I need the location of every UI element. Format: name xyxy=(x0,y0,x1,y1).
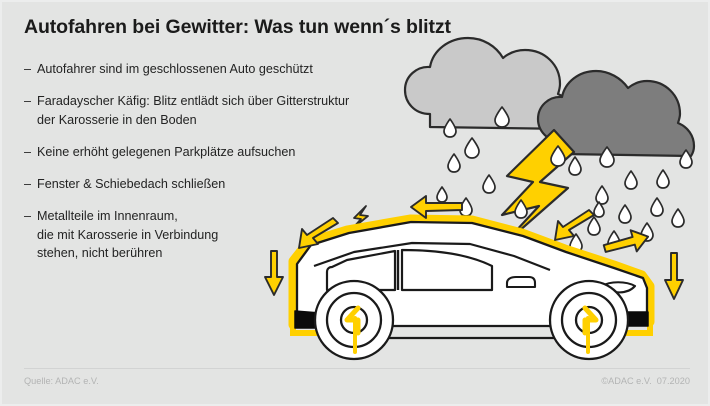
wheel-ground-bolt-icon xyxy=(344,305,361,336)
current-flow-arrow-icon xyxy=(410,195,463,219)
page-title: Autofahren bei Gewitter: Was tun wenn´s … xyxy=(24,16,451,38)
raindrop-icon xyxy=(607,230,621,250)
current-flow-arrow-icon xyxy=(664,252,684,300)
raindrop-icon xyxy=(595,185,609,205)
raindrop-icon xyxy=(459,225,473,245)
list-item: – Faradayscher Käfig: Blitz entlädt sich… xyxy=(24,92,404,129)
car-sill-line xyxy=(330,326,564,340)
raindrop-icon xyxy=(464,137,480,159)
raindrop-icon xyxy=(569,233,583,253)
footer-copyright: ©ADAC e.V. 07.2020 xyxy=(601,376,690,386)
raindrop-icon xyxy=(640,222,654,242)
raindrop-icon xyxy=(624,170,638,190)
list-item-label: Keine erhöht gelegenen Parkplätze aufsuc… xyxy=(37,144,296,159)
footer-divider xyxy=(24,368,690,369)
bullet-dash-icon: – xyxy=(24,209,32,224)
wheel-ground-bolt-icon xyxy=(347,311,361,336)
car-headlight xyxy=(600,281,637,294)
raindrop-icon xyxy=(459,197,473,217)
wheel-ground-bolt-icon xyxy=(582,311,596,336)
raindrop-icon xyxy=(599,146,615,168)
car-front-wheel xyxy=(548,279,630,361)
car-front-window xyxy=(400,248,494,292)
bullet-dash-icon: – xyxy=(24,94,32,109)
bullet-dash-icon: – xyxy=(24,62,32,76)
car-side-mirror xyxy=(505,275,537,289)
raindrop-icon xyxy=(650,197,664,217)
raindrop-icon xyxy=(482,174,496,194)
raindrop-icon xyxy=(587,216,601,236)
wheel-ground-bolt-icon xyxy=(582,305,599,336)
list-item: – Metallteile im Innenraum, die mit Karo… xyxy=(24,207,404,262)
raindrop-icon xyxy=(568,156,582,176)
raindrop-icon xyxy=(436,186,448,203)
ground-discharge-path xyxy=(582,319,653,336)
raindrop-icon xyxy=(494,106,510,128)
lightning-bolt-icon xyxy=(500,128,576,248)
raindrop-icon xyxy=(618,204,632,224)
raindrop-icon xyxy=(550,145,566,167)
list-item: – Keine erhöht gelegenen Parkplätze aufs… xyxy=(24,143,404,161)
storm-cloud-dark-icon xyxy=(536,69,696,158)
raindrop-icon xyxy=(671,208,685,228)
footer-source: Quelle: ADAC e.V. xyxy=(24,376,99,386)
raindrop-icon xyxy=(656,169,670,189)
footer: Quelle: ADAC e.V. ©ADAC e.V. 07.2020 xyxy=(24,376,690,386)
raindrop-icon xyxy=(593,201,605,218)
list-item: – Fenster & Schiebedach schließen xyxy=(24,175,404,193)
car-front-bumper xyxy=(597,311,649,327)
bullet-dash-icon: – xyxy=(24,177,32,191)
list-item-label: Fenster & Schiebedach schließen xyxy=(37,177,226,191)
list-item-label: Faradayscher Käfig: Blitz entlädt sich ü… xyxy=(37,94,350,127)
ground-discharge-path xyxy=(290,322,361,336)
car-rear-bumper xyxy=(294,310,321,329)
raindrop-icon xyxy=(514,199,528,219)
raindrop-icon xyxy=(679,149,693,169)
list-item-label: Metallteile im Innenraum, die mit Kaross… xyxy=(37,209,219,260)
list-item: – Autofahrer sind im geschlossenen Auto … xyxy=(24,60,404,78)
advice-list: – Autofahrer sind im geschlossenen Auto … xyxy=(24,60,404,276)
current-flow-arrow-icon xyxy=(602,229,650,253)
raindrop-icon xyxy=(447,153,461,173)
current-flow-arrow-icon xyxy=(554,209,595,241)
raindrop-group xyxy=(436,106,693,253)
raindrop-icon xyxy=(443,118,457,138)
car-rear-wheel xyxy=(313,279,395,361)
list-item-label: Autofahrer sind im geschlossenen Auto ge… xyxy=(37,62,313,76)
storm-cloud-light-icon xyxy=(403,36,577,131)
bullet-dash-icon: – xyxy=(24,144,32,159)
